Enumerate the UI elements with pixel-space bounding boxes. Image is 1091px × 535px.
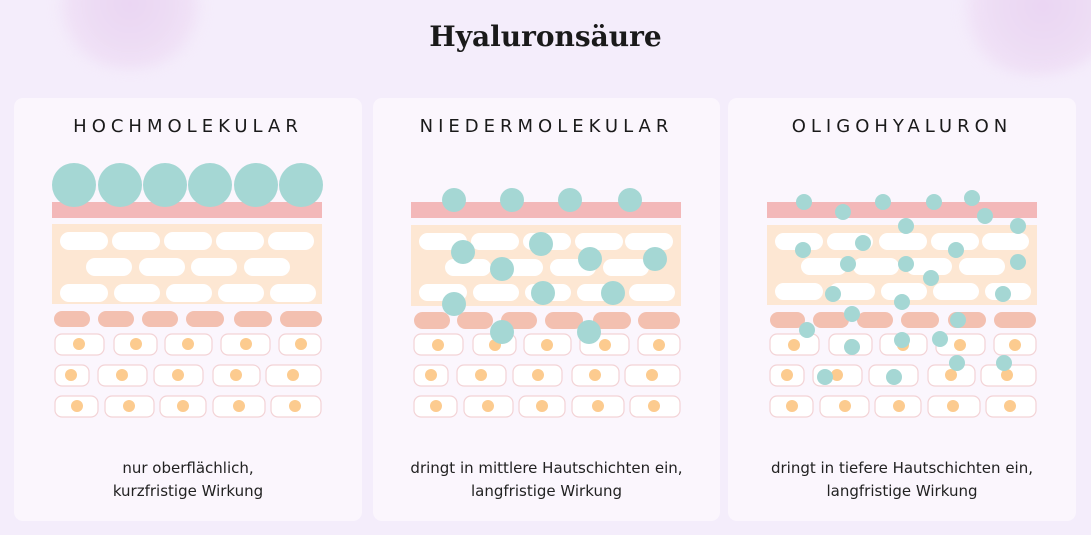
- card-oligohyaluron: OLIGOHYALURON: [728, 98, 1076, 521]
- card-hochmolekular: HOCHMOLEKULAR: [14, 98, 362, 521]
- card-niedermolekular: NIEDERMOLEKULAR: [373, 98, 720, 521]
- card-title: HOCHMOLEKULAR: [73, 116, 303, 137]
- caption-line-1: dringt in mittlere Hautschichten ein,: [410, 459, 683, 477]
- caption-line-2: langfristige Wirkung: [826, 482, 978, 500]
- caption-line-2: kurzfristige Wirkung: [112, 482, 264, 500]
- skin-diagram-niedermolekular: [411, 188, 681, 418]
- skin-diagram-hochmolekular: [52, 163, 323, 418]
- epidermis-layer: [52, 224, 322, 304]
- card-title: OLIGOHYALURON: [791, 116, 1013, 137]
- basal-layer: [54, 311, 322, 327]
- card-caption: dringt in tiefere Hautschichten ein, lan…: [728, 457, 1076, 503]
- card-caption: nur oberflächlich, kurzfristige Wirkung: [14, 457, 362, 503]
- epidermis-layer: [767, 225, 1037, 305]
- hyaluron-molecules-large: [52, 163, 323, 207]
- dermis-cells: [413, 333, 681, 418]
- stratum-corneum: [411, 202, 681, 218]
- caption-line-2: langfristige Wirkung: [471, 482, 622, 500]
- skin-diagram-oligohyaluron: [767, 190, 1037, 418]
- caption-line-1: nur oberflächlich,: [122, 459, 254, 477]
- dermis-cells: [54, 333, 322, 418]
- caption-line-1: dringt in tiefere Hautschichten ein,: [770, 459, 1033, 477]
- stratum-corneum: [52, 202, 322, 218]
- hyaluron-molecules-small: [795, 190, 1026, 385]
- card-caption: dringt in mittlere Hautschichten ein, la…: [373, 457, 720, 503]
- page-title: Hyaluronsäure: [429, 20, 662, 53]
- hyaluron-molecules-medium: [442, 188, 667, 344]
- stratum-corneum: [767, 202, 1037, 218]
- card-title: NIEDERMOLEKULAR: [419, 116, 674, 137]
